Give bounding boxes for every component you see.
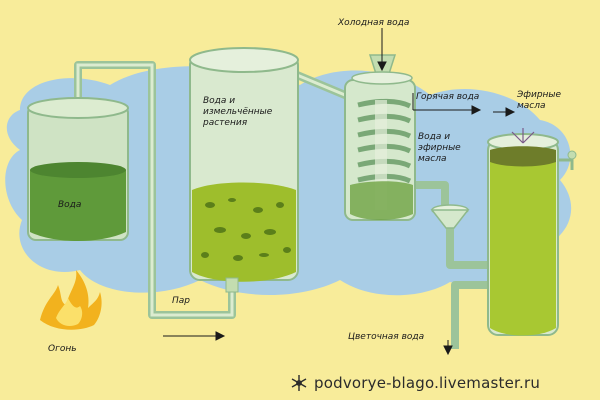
label-water-and-plants: Вода и измельчённые растения [203, 96, 273, 128]
arrow-essential-oils [493, 107, 516, 117]
arrow-steam [163, 331, 226, 341]
label-water-and-oils: Вода и эфирные масла [418, 132, 461, 164]
label-hot-water: Горячая вода [416, 92, 480, 102]
label-water: Вода [58, 200, 82, 210]
snowflake-icon [291, 375, 307, 391]
condenser [344, 54, 416, 221]
watermark: podvorye-blago.livemaster.ru [290, 372, 590, 394]
flow-arrows [163, 28, 516, 356]
site-url: podvorye-blago.livemaster.ru [314, 374, 541, 392]
label-essential-oils: Эфирные масла [517, 90, 562, 111]
separator-vessel [487, 128, 577, 336]
label-flower-water: Цветочная вода [348, 332, 425, 342]
fire-icon [40, 270, 102, 330]
arrow-flower-water [443, 340, 453, 356]
plant-vessel [189, 47, 299, 293]
funnel [430, 204, 470, 229]
water-flask [27, 97, 129, 241]
label-cold-water: Холодная вода [338, 18, 410, 28]
label-steam: Пар [172, 296, 190, 306]
arrow-hot-water [412, 93, 482, 115]
arrow-cold-water [377, 28, 387, 72]
label-fire: Огонь [48, 344, 77, 354]
